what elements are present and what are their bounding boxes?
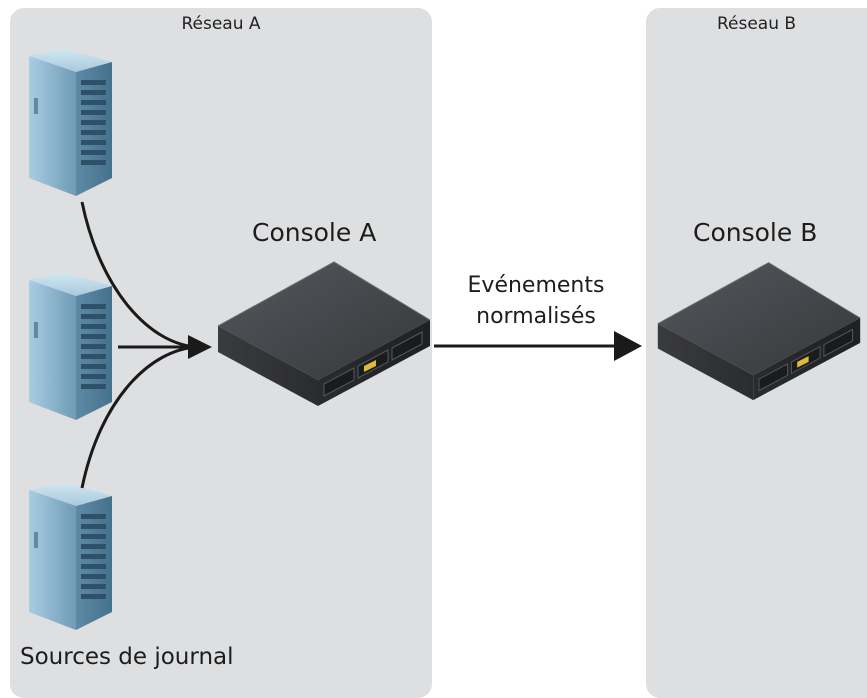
events-label-line2: normalisés bbox=[476, 304, 596, 329]
events-label: Evénements normalisés bbox=[436, 270, 636, 332]
log-source-server-icon bbox=[29, 272, 112, 420]
console-b-label: Console B bbox=[693, 218, 818, 247]
log-sources-label: Sources de journal bbox=[20, 644, 234, 670]
network-b-title: Réseau B bbox=[716, 14, 797, 34]
network-a-title: Réseau A bbox=[181, 14, 261, 34]
diagram-canvas bbox=[29, 48, 861, 630]
source-connector-top bbox=[80, 201, 199, 349]
events-arrowhead-icon bbox=[614, 331, 642, 361]
log-source-server-icon bbox=[29, 482, 112, 630]
console-a-label: Console A bbox=[252, 218, 377, 247]
console-a-appliance-icon bbox=[217, 261, 431, 406]
events-label-line1: Evénements bbox=[467, 273, 605, 298]
source-connector-bottom bbox=[80, 345, 199, 489]
console-b-appliance-icon bbox=[657, 262, 861, 401]
source-arrowhead-icon bbox=[188, 335, 212, 359]
log-source-server-icon bbox=[29, 48, 112, 196]
